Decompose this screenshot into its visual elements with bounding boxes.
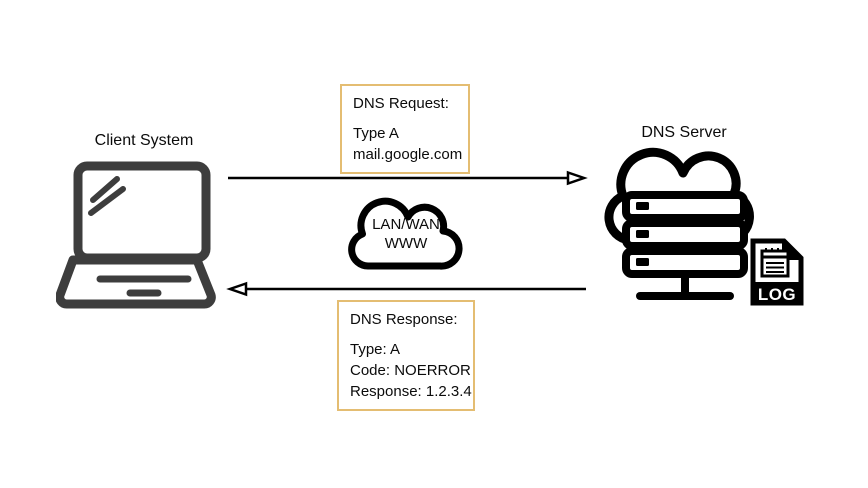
log-label: LOG <box>758 285 796 304</box>
dns-response-line: Response: 1.2.3.4 <box>350 383 472 400</box>
dns-response-line: Type: A <box>350 341 401 358</box>
dns-response-box: DNS Response: Type: A Code: NOERROR Resp… <box>337 300 475 411</box>
dns-response-line: Code: NOERROR <box>350 362 471 379</box>
dns-server-label: DNS Server <box>641 124 727 141</box>
dns-server-icon <box>604 147 754 300</box>
network-cloud-icon <box>348 197 463 270</box>
laptop-icon <box>56 161 216 309</box>
dns-response-title: DNS Response: <box>350 311 458 328</box>
dns-request-line: mail.google.com <box>353 146 463 163</box>
network-cloud-line2: WWW <box>384 235 428 252</box>
log-file-icon: LOG <box>750 238 804 306</box>
dns-request-title: DNS Request: <box>353 95 449 112</box>
network-cloud-label: LAN/WAN WWW <box>342 215 470 253</box>
dns-response-arrow <box>226 281 586 297</box>
dns-request-line: Type A <box>353 125 399 142</box>
dns-request-arrow <box>228 170 588 186</box>
dns-request-box: DNS Request: Type A mail.google.com <box>340 84 470 174</box>
network-cloud-line1: LAN/WAN <box>372 216 440 233</box>
client-system-label: Client System <box>94 132 194 149</box>
